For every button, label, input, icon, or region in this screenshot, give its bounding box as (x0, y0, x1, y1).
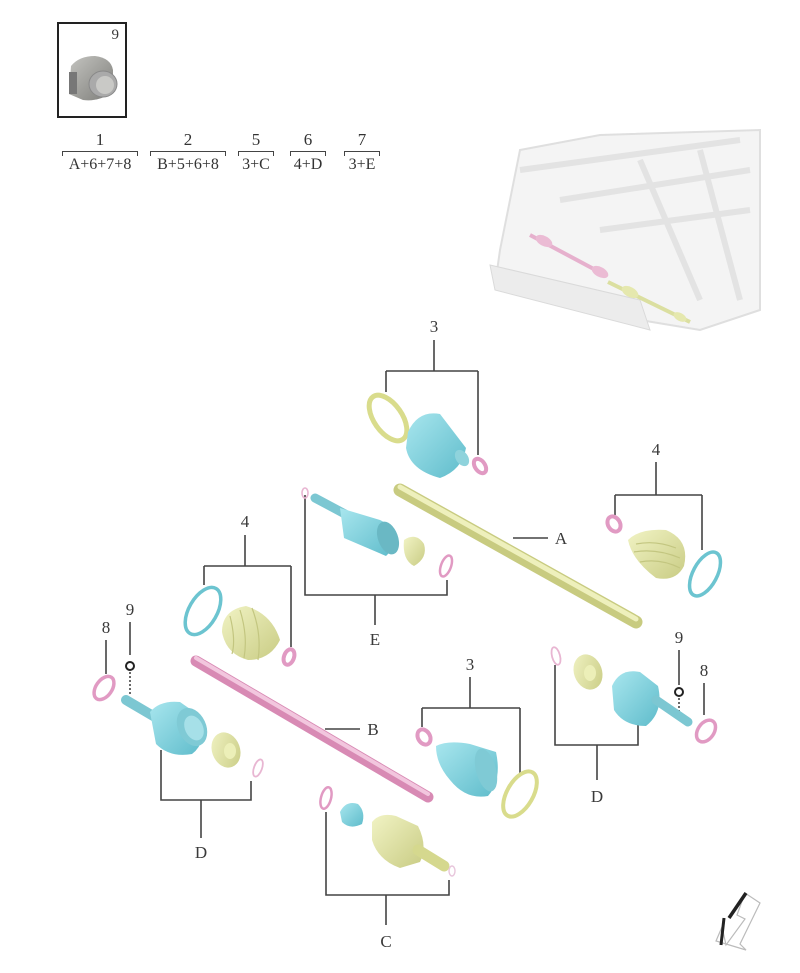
joint-c (319, 786, 456, 877)
nut-9-right (674, 687, 684, 697)
callout-9-left: 9 (126, 600, 135, 619)
boot-yellow (628, 529, 686, 579)
callout-e: E (370, 630, 380, 649)
callout-3-bottom: 3 (466, 655, 475, 674)
boot-kit-4-left (183, 585, 297, 667)
ring-8-left (92, 674, 116, 702)
clamp-small-pink (471, 456, 489, 476)
combination-number: 5 (251, 130, 261, 149)
joint-d-left (121, 695, 264, 778)
inset-part-9: 9 (57, 22, 127, 118)
front-direction-arrow-icon (715, 892, 761, 951)
callout-d-right: D (591, 787, 603, 806)
boot-kit-4-right (605, 514, 723, 598)
leader-lines (105, 340, 705, 925)
combination-number: 1 (95, 130, 105, 149)
combination-formula: 3+E (348, 156, 376, 173)
combination-number: 6 (303, 130, 313, 149)
combination-6: 6 4+D (288, 130, 328, 174)
combination-5: 5 3+C (236, 130, 276, 174)
combination-2: 2 B+5+6+8 (148, 130, 228, 174)
combination-formula: 3+C (242, 156, 270, 173)
combination-formula: A+6+7+8 (68, 156, 132, 173)
callout-8-right: 8 (700, 661, 709, 680)
joint-d-right (550, 646, 693, 727)
shaft-b (190, 655, 434, 803)
ring-8-right (694, 718, 718, 744)
combination-1: 1 A+6+7+8 (60, 130, 140, 174)
callout-4-right: 4 (652, 440, 661, 459)
boot-cyan (406, 413, 466, 478)
callout-8-left: 8 (102, 618, 111, 637)
vehicle-chassis-overview (489, 128, 761, 332)
combination-formula: B+5+6+8 (157, 156, 219, 173)
nut-icon (69, 56, 118, 101)
callout-b: B (367, 720, 378, 739)
callout-a: A (555, 529, 568, 548)
clamp-band-large (366, 392, 410, 444)
callout-9-right: 9 (675, 628, 684, 647)
boot-kit-3-top (366, 392, 489, 478)
combination-7: 7 3+E (342, 130, 382, 174)
combination-formula: 4+D (293, 156, 323, 173)
callout-4-left: 4 (241, 512, 250, 531)
combination-number: 7 (357, 130, 367, 149)
boot-kit-3-bottom (415, 727, 539, 819)
callout-d-left: D (195, 843, 207, 862)
shaft-a (393, 483, 643, 629)
nut-9-left (125, 661, 135, 671)
inset-part-number: 9 (111, 27, 120, 43)
combination-legend: 1 A+6+7+8 2 B+5+6+8 5 3+C 6 4+D 7 3+E (60, 130, 400, 175)
combination-number: 2 (183, 130, 193, 149)
joint-e (301, 487, 454, 578)
callout-c: C (380, 932, 391, 951)
callout-3-top: 3 (430, 317, 439, 336)
